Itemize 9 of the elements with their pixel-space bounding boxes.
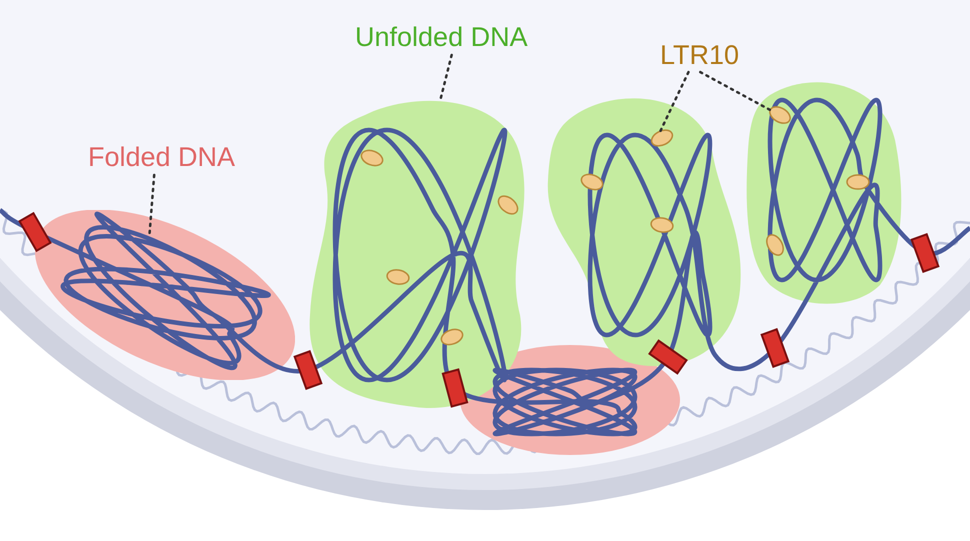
- leader-line: [148, 174, 156, 237]
- annotation-label: LTR10: [660, 40, 740, 70]
- annotation-label: Folded DNA: [88, 142, 236, 172]
- leader-line: [699, 70, 772, 112]
- folded-chromatin-domain: [35, 210, 295, 380]
- element-marker: [767, 106, 793, 124]
- annotation-label: Unfolded DNA: [355, 22, 528, 52]
- leader-line: [658, 70, 690, 134]
- element-marker: [649, 129, 675, 147]
